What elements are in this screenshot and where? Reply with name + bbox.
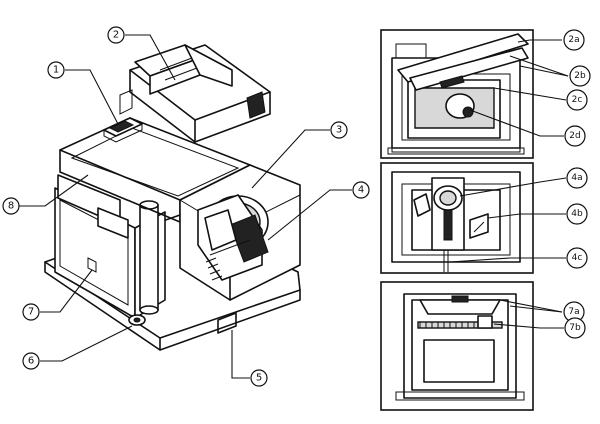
svg-text:6: 6: [28, 356, 34, 367]
callout-1: 1: [47, 61, 65, 79]
svg-text:7: 7: [28, 307, 34, 318]
svg-text:2c: 2c: [572, 95, 583, 105]
callout-4: 4: [352, 181, 370, 199]
svg-text:2a: 2a: [568, 35, 579, 45]
callout-7: 7: [22, 303, 40, 321]
callout-2d: 2d: [564, 125, 586, 147]
callout-5: 5: [250, 369, 268, 387]
svg-text:2: 2: [113, 30, 119, 41]
callout-4a: 4a: [566, 167, 588, 189]
callout-8: 8: [2, 197, 20, 215]
callout-2b: 2b: [569, 65, 591, 87]
svg-text:2b: 2b: [574, 71, 586, 81]
svg-text:4c: 4c: [572, 253, 583, 263]
callout-4b: 4b: [566, 203, 588, 225]
callout-2c: 2c: [566, 89, 588, 111]
svg-text:8: 8: [8, 201, 14, 212]
detail-panel-middle: [380, 162, 534, 274]
callout-2: 2: [107, 26, 125, 44]
callout-6: 6: [22, 352, 40, 370]
callout-3: 3: [330, 121, 348, 139]
callout-7a: 7a: [563, 301, 585, 323]
svg-text:7a: 7a: [568, 307, 579, 317]
callout-7b: 7b: [564, 317, 586, 339]
svg-text:3: 3: [336, 125, 342, 136]
svg-text:7b: 7b: [569, 323, 581, 333]
svg-text:2d: 2d: [569, 131, 580, 141]
svg-text:4b: 4b: [571, 209, 583, 219]
leader-lines: [18, 34, 569, 379]
svg-text:4a: 4a: [571, 173, 582, 183]
main-machine-drawing: [44, 44, 301, 351]
callout-4c: 4c: [566, 247, 588, 269]
detail-panel-bottom: [380, 281, 534, 411]
callout-2a: 2a: [563, 29, 585, 51]
svg-text:4: 4: [358, 185, 364, 196]
svg-text:1: 1: [53, 65, 59, 76]
svg-text:5: 5: [256, 373, 262, 384]
detail-panel-top: [380, 29, 534, 159]
